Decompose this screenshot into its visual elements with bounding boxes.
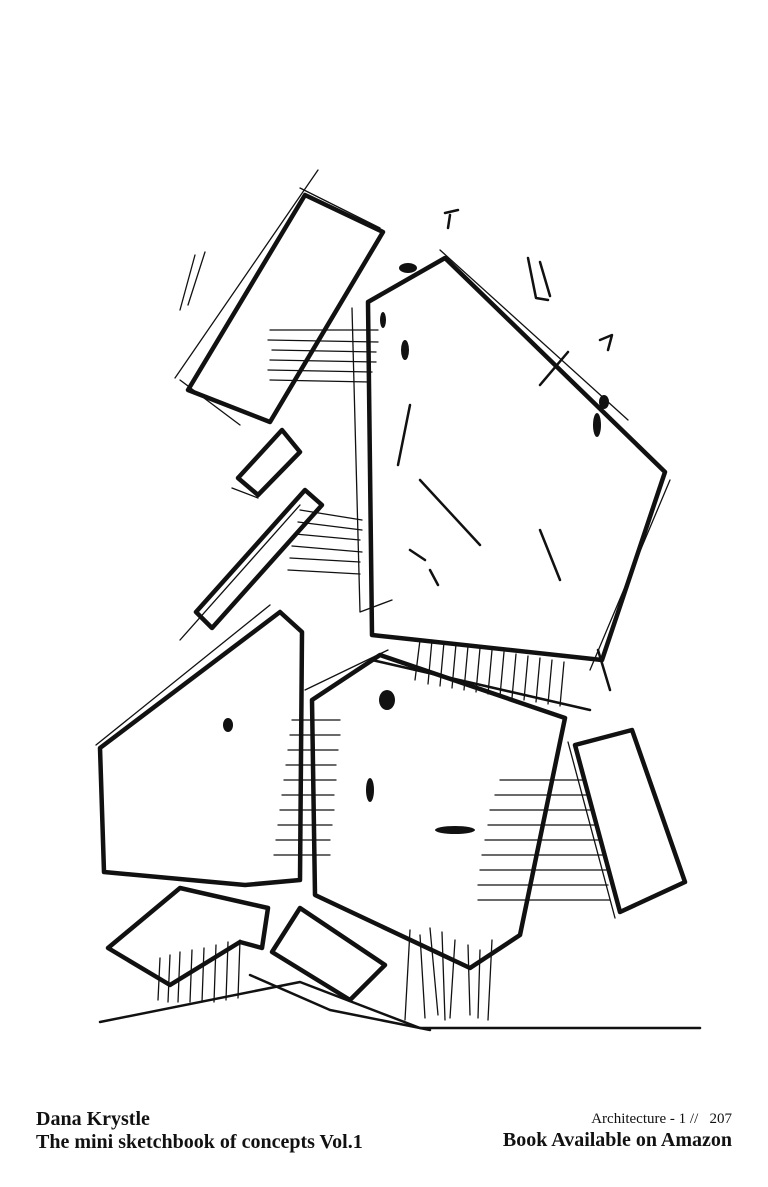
sketch-tilted-slab-top-left [174, 169, 386, 426]
series-label: Architecture - 1 // [591, 1111, 699, 1127]
sketch-right-slab [477, 727, 688, 919]
caption-right: Architecture - 1 // 207 Book Available o… [503, 1110, 732, 1152]
sketch-fence-hatching [370, 639, 592, 712]
sketch-ground [98, 973, 702, 1032]
author-name: Dana Krystle [36, 1108, 150, 1130]
sketch-main-pentagon [351, 249, 671, 671]
book-title: The mini sketchbook of concepts Vol.1 [36, 1131, 363, 1153]
sketch-center-house [304, 649, 568, 971]
caption-left: Dana Krystle The mini sketchbook of conc… [36, 1108, 363, 1154]
sketch-small-block [231, 427, 303, 499]
architecture-sketch [95, 169, 702, 1032]
sketch-ink-blots [223, 208, 614, 834]
sketch-hatching-middle [273, 719, 341, 856]
sketch-long-bar [179, 487, 325, 641]
page-number: 207 [709, 1111, 733, 1127]
sketch-bottom-blocks [105, 885, 493, 1021]
availability-note: Book Available on Amazon [502, 1129, 732, 1151]
sketch-left-house [95, 604, 305, 888]
series-info: Architecture - 1 // 207 [503, 1110, 732, 1128]
sketch-hatching-upper [267, 329, 379, 575]
